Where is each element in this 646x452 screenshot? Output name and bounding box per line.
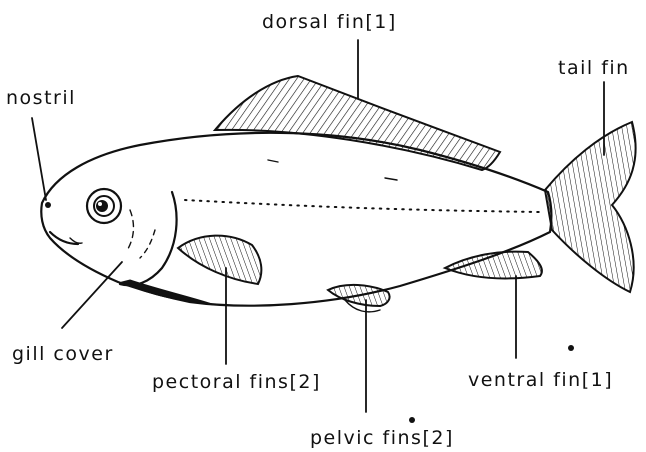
ventral-fin-label: ventral fin[1] (468, 369, 613, 391)
tail-fin (545, 122, 636, 292)
dorsal-fin-label: dorsal fin[1] (262, 11, 397, 33)
pelvic-fin (328, 285, 390, 306)
tail-fin-label: tail fin (558, 57, 630, 79)
gill-cover-label: gill cover (12, 343, 114, 365)
gill-cover-leader (62, 262, 122, 328)
nostril-leader (32, 118, 46, 200)
nostril-label: nostril (6, 87, 76, 109)
pelvic-fins-label: pelvic fins[2] (310, 427, 454, 449)
lateral-line (185, 200, 540, 212)
ink-dot (568, 345, 574, 351)
ink-dot (409, 417, 415, 423)
gill-cover[interactable] (120, 192, 177, 285)
pectoral-fins-label: pectoral fins[2] (152, 371, 321, 393)
pectoral-fin (178, 236, 261, 284)
nostril-dot[interactable] (45, 202, 51, 208)
